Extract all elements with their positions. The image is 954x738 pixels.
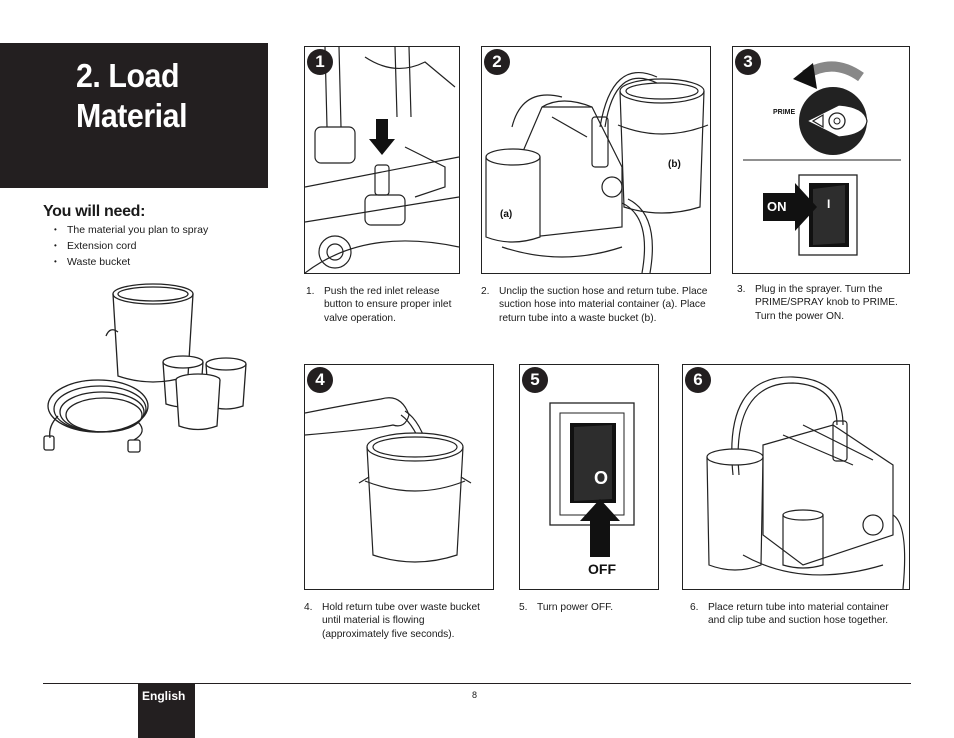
switch-off-glyph: O <box>594 468 609 488</box>
step-text: Plug in the sprayer. Turn the PRIME/SPRA… <box>755 284 898 322</box>
footer-rule <box>43 683 911 684</box>
off-label: OFF <box>588 561 616 577</box>
label-a: (a) <box>500 209 513 220</box>
on-label: ON <box>767 199 787 214</box>
list-item: The material you plan to spray <box>54 222 208 238</box>
step-4-illustration: 4 <box>304 364 494 590</box>
step-2-illustration: 2 (a) (b) <box>481 46 711 274</box>
step-text: Push the red inlet release button to ens… <box>324 286 452 324</box>
step-text: Unclip the suction hose and return tube.… <box>499 286 708 324</box>
page-number: 8 <box>472 690 478 700</box>
switch-on-glyph: I <box>827 197 831 211</box>
step-1-illustration: 1 <box>304 46 460 274</box>
section-title-block <box>0 43 268 188</box>
step-5-illustration: 5 O OFF <box>519 364 659 590</box>
step-text: Turn power OFF. <box>537 602 614 613</box>
step-2-badge: 2 <box>484 49 510 75</box>
step-text: Place return tube into material containe… <box>708 602 889 627</box>
you-will-need-heading: You will need: <box>43 203 146 220</box>
prime-label: PRIME <box>773 109 796 116</box>
list-item: Waste bucket <box>54 254 208 270</box>
step-4-badge: 4 <box>307 367 333 393</box>
step-1-badge: 1 <box>307 49 333 75</box>
step-text: Hold return tube over waste bucket until… <box>322 602 480 640</box>
step-number: 5. <box>519 602 528 613</box>
step-3-badge: 3 <box>735 49 761 75</box>
label-b: (b) <box>668 159 681 170</box>
language-tab <box>138 684 195 738</box>
list-item: Extension cord <box>54 238 208 254</box>
step-5-badge: 5 <box>522 367 548 393</box>
section-title: 2. Load Material <box>76 57 188 134</box>
step-6-badge: 6 <box>685 367 711 393</box>
step-number: 4. <box>304 602 313 613</box>
language-label: English <box>142 689 186 703</box>
supplies-illustration <box>43 283 247 453</box>
step-number: 3. <box>737 284 746 295</box>
you-will-need-list: The material you plan to spray Extension… <box>54 222 208 270</box>
step-number: 1. <box>306 286 315 297</box>
step-3-illustration: 3 PRIME ON I <box>732 46 910 274</box>
step-number: 2. <box>481 286 490 297</box>
step-6-illustration: 6 <box>682 364 910 590</box>
step-number: 6. <box>690 602 699 613</box>
